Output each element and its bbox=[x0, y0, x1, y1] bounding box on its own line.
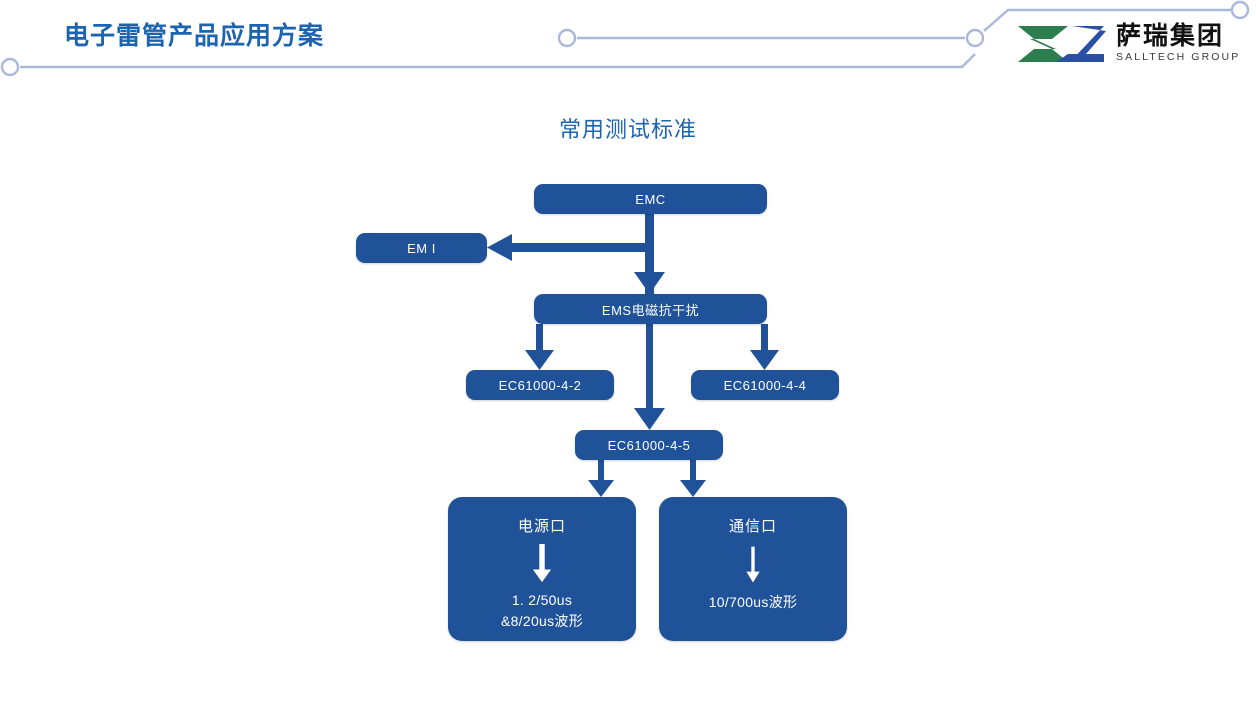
node-emi[interactable]: EM I bbox=[356, 233, 487, 263]
edge-ems-to-44-stem bbox=[761, 324, 768, 354]
edge-emc-stem bbox=[645, 214, 654, 302]
node-emc[interactable]: EMC bbox=[534, 184, 767, 214]
node-iec61000-4-5[interactable]: EC61000-4-5 bbox=[575, 430, 723, 460]
page-title: 电子雷管产品应用方案 bbox=[64, 22, 325, 50]
node-power-port-title: 电源口 bbox=[517, 518, 566, 535]
edge-ems-to-45-stem bbox=[646, 324, 653, 412]
node-ems[interactable]: EMS电磁抗干扰 bbox=[534, 294, 767, 324]
node-iec61000-4-5-label: EC61000-4-5 bbox=[607, 437, 691, 453]
node-ems-label: EMS电磁抗干扰 bbox=[601, 302, 700, 318]
logo-name-cn: 萨瑞集团 bbox=[1116, 21, 1225, 50]
node-iec61000-4-4[interactable]: EC61000-4-4 bbox=[691, 370, 839, 400]
node-iec61000-4-2[interactable]: EC61000-4-2 bbox=[466, 370, 614, 400]
node-iec61000-4-4-label: EC61000-4-4 bbox=[723, 377, 807, 393]
down-arrow-icon bbox=[743, 544, 763, 586]
edge-emc-to-ems-arrowhead bbox=[634, 272, 665, 294]
edge-ems-to-44-arrowhead bbox=[750, 350, 779, 370]
node-emi-label: EM I bbox=[407, 240, 436, 256]
section-heading: 常用测试标准 bbox=[558, 117, 697, 142]
edge-45-to-comm-stem bbox=[690, 460, 696, 486]
company-logo: 萨瑞集团 SALLTECH GROUP bbox=[1012, 18, 1244, 68]
down-arrow-icon bbox=[531, 544, 553, 584]
edge-45-to-power-stem bbox=[598, 460, 604, 486]
edge-emc-to-emi-arrowhead bbox=[487, 234, 512, 261]
node-power-port[interactable]: 电源口 1. 2/50us &8/20us波形 bbox=[448, 497, 636, 641]
node-comm-port-title: 通信口 bbox=[728, 518, 777, 535]
edge-ems-to-42-arrowhead bbox=[525, 350, 554, 370]
node-comm-port[interactable]: 通信口 10/700us波形 bbox=[659, 497, 847, 641]
logo-wordmark: 萨瑞集团 SALLTECH GROUP bbox=[1116, 21, 1241, 63]
salltech-logo-mark-icon bbox=[1018, 26, 1106, 62]
node-comm-port-caption-line1: 10/700us波形 bbox=[708, 594, 798, 610]
edge-emc-to-emi-horizontal bbox=[500, 243, 650, 252]
edge-ems-to-45-arrowhead bbox=[634, 408, 665, 430]
edge-ems-to-42-stem bbox=[536, 324, 543, 354]
edge-45-to-comm-arrowhead bbox=[680, 480, 706, 497]
node-power-port-caption-line2: &8/20us波形 bbox=[500, 613, 584, 629]
node-emc-label: EMC bbox=[635, 191, 666, 207]
node-iec61000-4-2-label: EC61000-4-2 bbox=[498, 377, 582, 393]
edge-45-to-power-arrowhead bbox=[588, 480, 614, 497]
node-power-port-caption-line1: 1. 2/50us bbox=[511, 592, 573, 608]
logo-name-en: SALLTECH GROUP bbox=[1116, 50, 1241, 63]
